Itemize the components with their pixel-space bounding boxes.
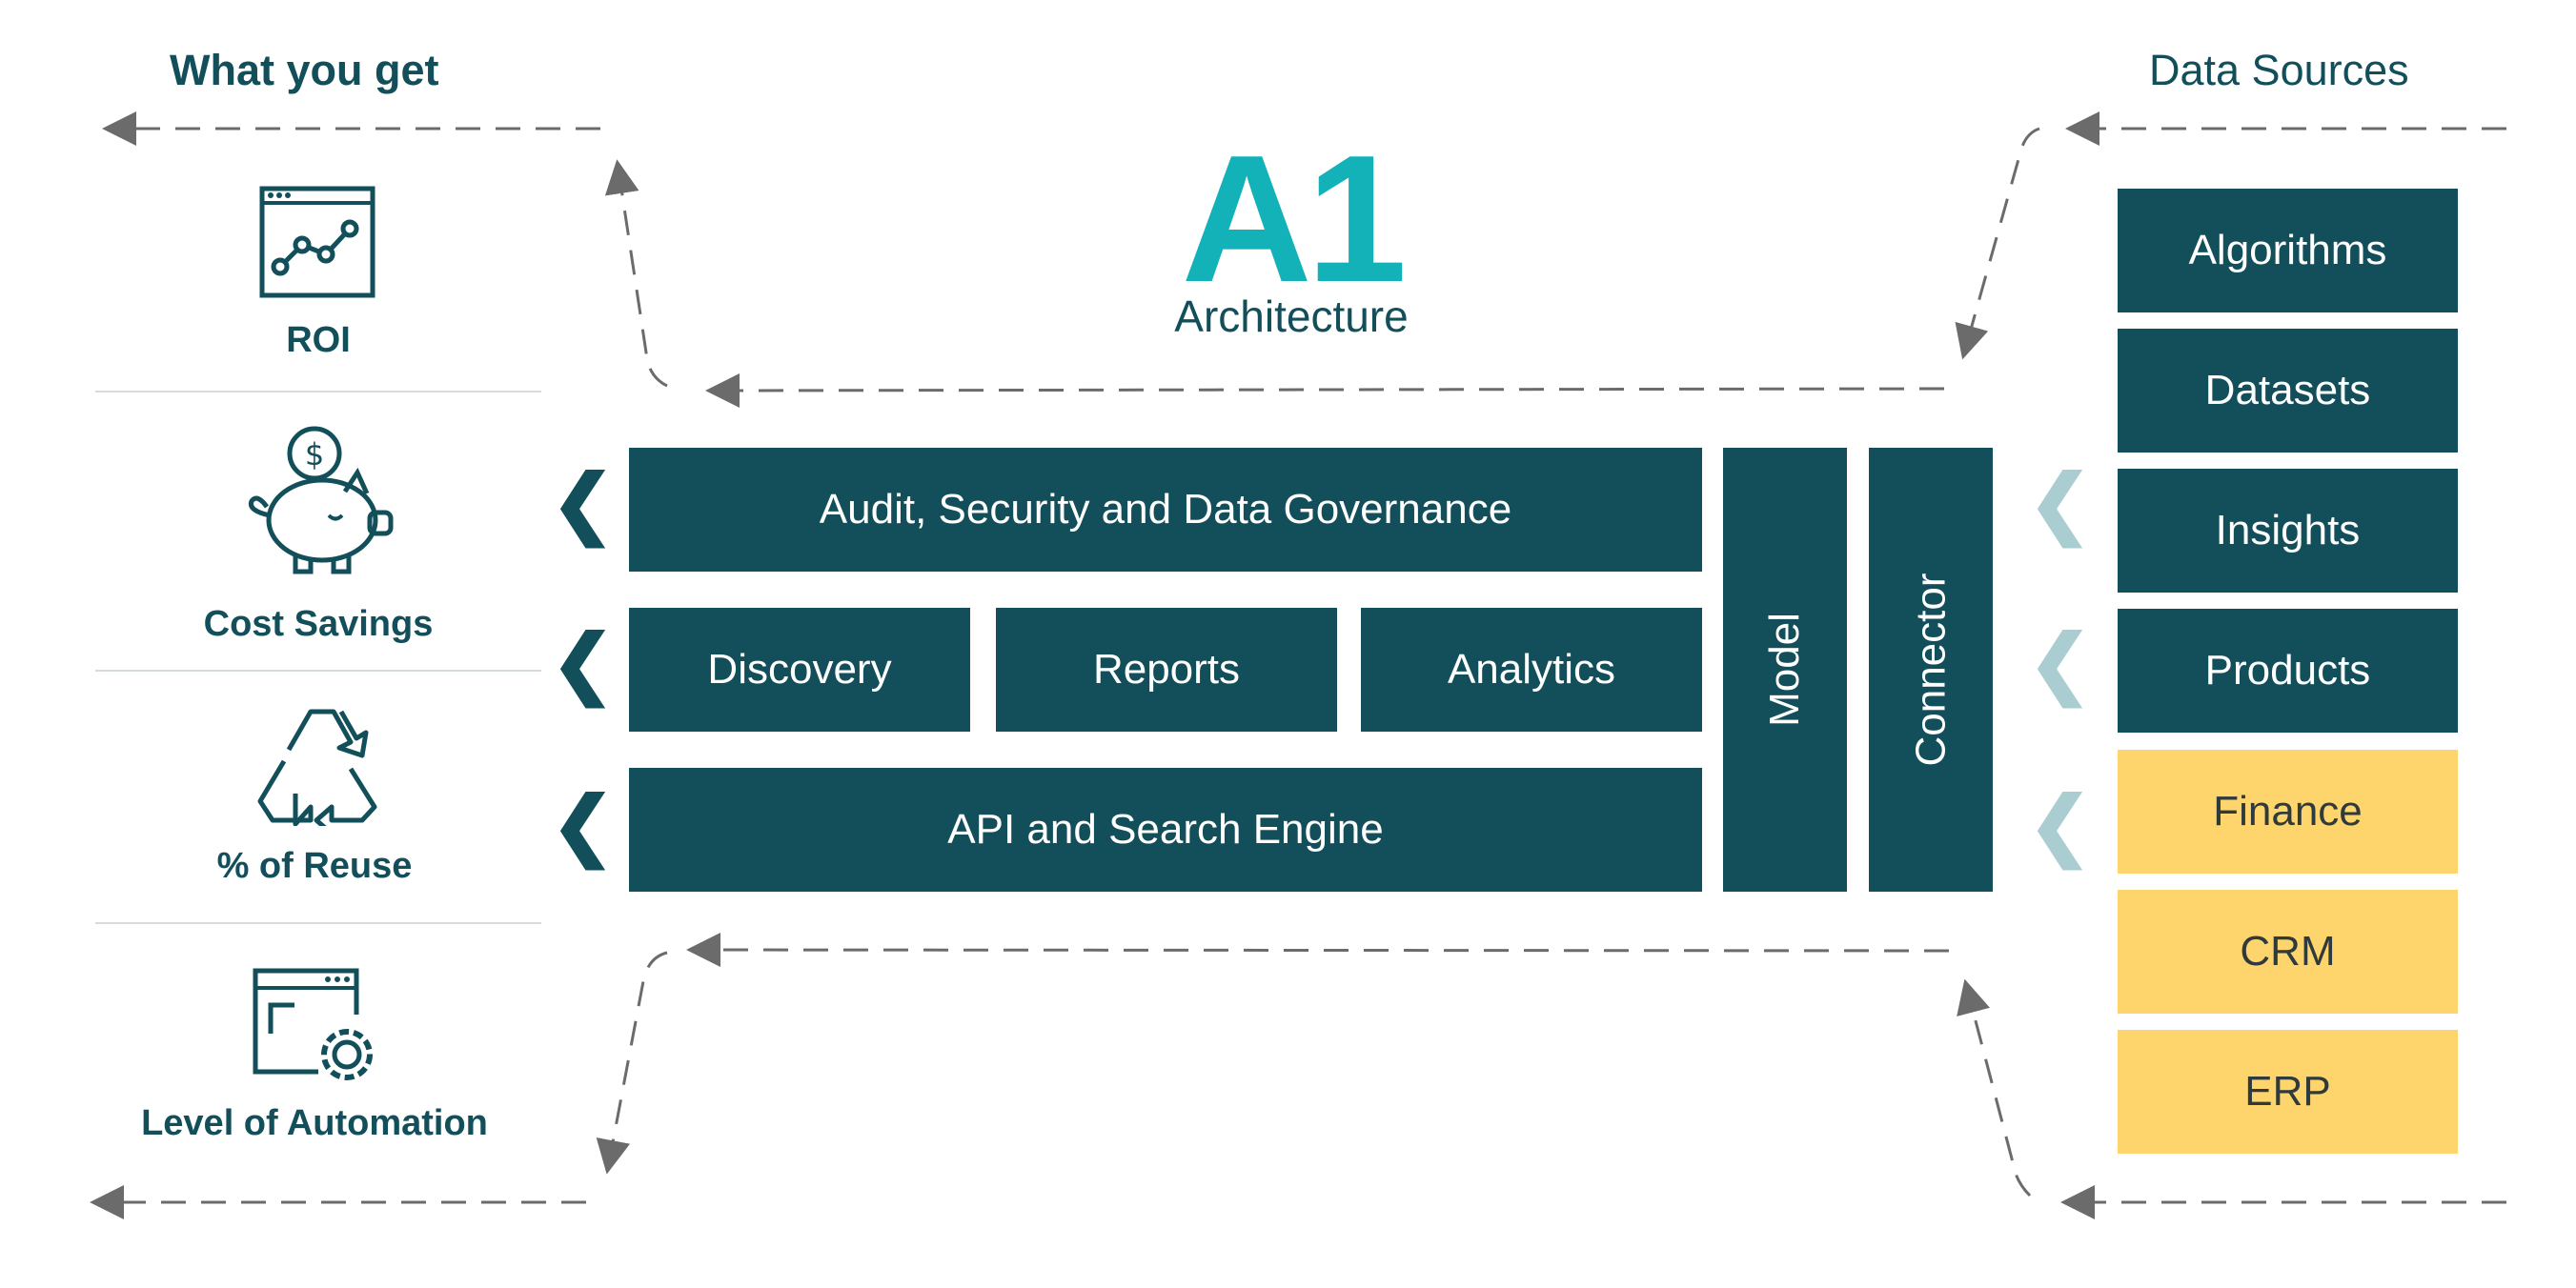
governance-layer: Audit, Security and Data Governance: [629, 448, 1702, 572]
flow-top-line: [705, 372, 1945, 408]
flow-top-left-up: [604, 159, 668, 388]
benefit-label-automation: Level of Automation: [141, 1103, 488, 1143]
connector-block: Connector: [1869, 448, 1993, 892]
reports-block: Reports: [996, 608, 1337, 732]
data-sources-title: Data Sources: [2149, 46, 2409, 94]
flow-top-right-down: [1955, 127, 2040, 360]
recycle-icon: [246, 702, 389, 826]
piggy-bank-icon: $: [238, 425, 400, 577]
benefit-divider: [95, 391, 541, 392]
connector-label: Connector: [1907, 573, 1955, 767]
chevron-left-icon: ❮: [551, 460, 616, 545]
model-block: Model: [1723, 448, 1847, 892]
chevron-left-icon: ❮: [551, 620, 616, 705]
chevron-left-icon: ❮: [551, 782, 616, 867]
chevron-left-icon: ❮: [2028, 460, 2093, 545]
benefit-divider: [95, 922, 541, 924]
api-search-layer: API and Search Engine: [629, 768, 1702, 892]
benefit-label-roi: ROI: [286, 320, 351, 360]
source-crm: CRM: [2118, 890, 2458, 1014]
model-label: Model: [1761, 613, 1808, 727]
analytics-block: Analytics: [1361, 608, 1702, 732]
benefit-divider: [95, 670, 541, 672]
discovery-block: Discovery: [629, 608, 970, 732]
source-products: Products: [2118, 609, 2458, 733]
svg-text:$: $: [305, 436, 324, 473]
source-finance: Finance: [2118, 750, 2458, 874]
source-erp: ERP: [2118, 1030, 2458, 1154]
source-insights: Insights: [2118, 469, 2458, 593]
roi-chart-icon: [259, 186, 375, 298]
automation-gear-icon: [252, 967, 385, 1091]
flow-bottom-right-up: [1957, 978, 2032, 1197]
chevron-left-icon: ❮: [2028, 782, 2093, 867]
source-algorithms: Algorithms: [2118, 189, 2458, 312]
source-datasets: Datasets: [2118, 329, 2458, 453]
a1-logo: A1: [1181, 118, 1408, 320]
chevron-left-icon: ❮: [2028, 620, 2093, 705]
architecture-subtitle: Architecture: [1174, 292, 1409, 341]
benefit-label-reuse: % of Reuse: [216, 846, 413, 886]
flow-bottom-left-down: [596, 951, 668, 1175]
benefit-label-cost-savings: Cost Savings: [203, 604, 434, 644]
flow-bottom-line: [686, 933, 1950, 968]
what-you-get-title: What you get: [170, 46, 439, 94]
